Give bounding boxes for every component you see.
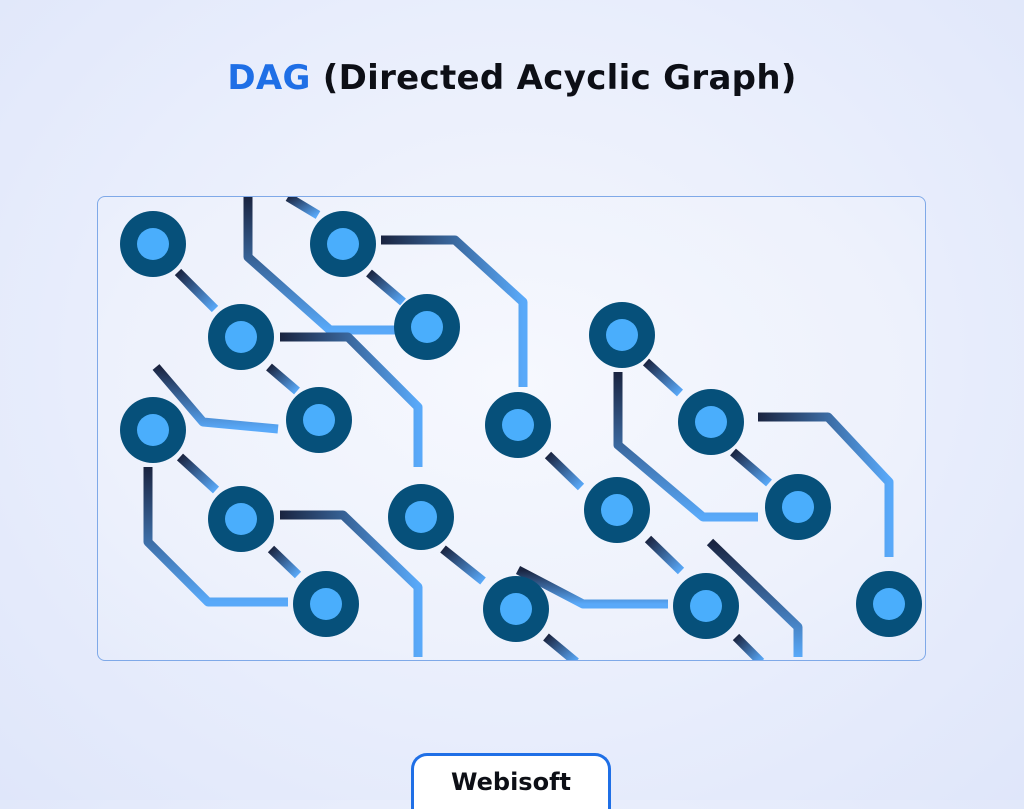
dag-edge xyxy=(176,453,220,494)
dag-node xyxy=(388,484,454,550)
dag-edge xyxy=(266,363,300,395)
dag-edge xyxy=(644,535,685,575)
dag-edge xyxy=(143,467,288,607)
dag-node xyxy=(485,392,551,458)
dag-diagram xyxy=(120,197,922,660)
dag-edge xyxy=(758,412,894,557)
dag-edge xyxy=(642,358,684,397)
dag-edge xyxy=(544,451,585,491)
dag-node xyxy=(208,486,274,552)
dag-node xyxy=(208,304,274,370)
dag-edge xyxy=(174,268,219,313)
brand-logo-text: Webisoft xyxy=(451,768,571,796)
dag-node xyxy=(483,576,549,642)
dag-node xyxy=(286,387,352,453)
dag-edge xyxy=(152,364,279,434)
dag-node xyxy=(589,302,655,368)
dag-node xyxy=(394,294,460,360)
dag-node xyxy=(293,571,359,637)
page-title: DAG (Directed Acyclic Graph) xyxy=(0,58,1024,98)
dag-node xyxy=(856,571,922,637)
dag-node xyxy=(765,474,831,540)
dag-node xyxy=(120,211,186,277)
dag-node xyxy=(120,397,186,463)
dag-edge xyxy=(267,545,302,579)
brand-badge: Webisoft xyxy=(411,753,611,809)
title-accent: DAG xyxy=(227,58,311,98)
dag-edge xyxy=(243,197,403,335)
dag-edge xyxy=(613,372,758,522)
dag-edge xyxy=(366,269,406,306)
dag-node xyxy=(310,211,376,277)
dag-edge xyxy=(440,545,486,585)
dag-node xyxy=(678,389,744,455)
dag-edge xyxy=(285,197,321,219)
dag-edge xyxy=(732,633,765,660)
dag-edge xyxy=(381,235,528,387)
dag-diagram-panel xyxy=(97,196,926,661)
dag-edge xyxy=(543,633,579,660)
dag-edge xyxy=(515,566,668,609)
title-rest: (Directed Acyclic Graph) xyxy=(322,58,797,98)
dag-node xyxy=(584,477,650,543)
dag-node xyxy=(673,573,739,639)
dag-edge xyxy=(730,448,772,487)
